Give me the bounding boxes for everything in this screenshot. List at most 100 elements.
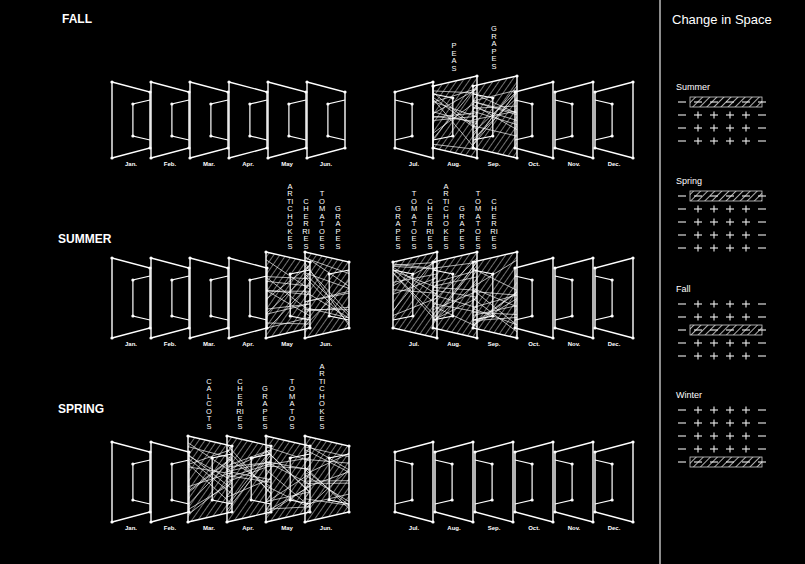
highlighted-frame [303,250,350,339]
produce-label: CHERRIES [236,378,244,431]
frame-node [611,462,614,465]
frame-stroke [188,459,232,505]
frame-stroke [473,98,517,140]
highlighted-frame [431,74,478,159]
frame-node [431,260,434,263]
grid-tick [713,125,714,132]
frame-node [491,96,494,99]
frame-inner [250,276,267,320]
frame-hatching [393,252,437,338]
grid-dash [710,195,718,196]
month-label: Jul. [409,161,419,167]
frame-node [475,336,478,339]
frame-outline [475,442,513,522]
grid-dash [758,355,766,356]
frame-node [289,498,292,501]
frame-node [631,256,634,259]
highlighted-frame [471,74,518,159]
grid-tick [729,206,730,213]
frame-node [211,456,214,459]
frame-stroke [433,99,477,151]
grid-tick [697,125,698,132]
frame-outline [112,258,150,338]
frame-inner [595,100,612,140]
produce-label: GRAPES [334,205,342,250]
highlighted-frame [303,434,350,523]
frame-node [473,450,476,453]
frame-node [347,444,350,447]
month-label: Oct. [528,525,540,531]
month-label: Mar. [203,525,215,531]
frame-hatching [473,76,517,158]
frame-stroke [473,260,517,287]
grid-dash [758,435,766,436]
grid-tick [697,446,698,453]
frame-stroke [433,101,477,133]
grid-tick [729,245,730,252]
frame-node [131,134,134,137]
frame-node [491,134,494,137]
grid-dash [758,422,766,423]
frame-inner [211,100,228,140]
grid-dash [758,409,766,410]
frame-node [591,256,594,259]
frame-node [593,450,596,453]
frame-node [571,498,574,501]
frame-stroke [266,470,310,507]
grid-dash [678,435,686,436]
frame-inner [433,94,453,140]
month-label: Nov. [568,525,581,531]
grid-tick [745,219,746,226]
grid-tick [713,138,714,145]
frame-node [551,440,554,443]
frame-node [593,326,596,329]
frame-node [264,520,267,523]
grid-tick [697,301,698,308]
grid-dash [758,329,766,330]
frame-node [303,250,306,253]
frame-node [393,146,396,149]
grid-tick [745,206,746,213]
frame-node [131,314,134,317]
grid-tick [745,433,746,440]
frame-node [611,314,614,317]
frame-node [393,450,396,453]
month-frame [553,440,594,523]
frame-node [551,80,554,83]
frame-node [593,266,596,269]
frame-stroke [266,450,310,492]
frame-stroke [473,91,517,132]
frame-node [170,462,173,465]
grid-tick [697,340,698,347]
frame-node [149,156,152,159]
frame-node [471,326,474,329]
frame-node [250,456,253,459]
frame-stroke [305,277,349,323]
frame-node [347,510,350,513]
frame-node [110,80,113,83]
grid-tick [729,301,730,308]
frame-outline [112,82,150,158]
grid-dash [694,195,702,196]
frame-hatching [266,252,310,338]
frame-node [188,336,191,339]
month-frame [553,80,594,159]
frame-node [289,314,292,317]
frame-node [431,156,434,159]
frame-node [431,146,434,149]
frame-node [110,156,113,159]
month-label: Feb. [164,341,176,347]
grid-dash [694,329,702,330]
month-label: Jul. [409,525,419,531]
frame-node [248,102,251,105]
frame-node [264,336,267,339]
frame-stroke [433,102,477,117]
frame-node [531,102,534,105]
frame-node [347,260,350,263]
frame-node [471,440,474,443]
grid-dash [726,461,734,462]
frame-node [513,146,516,149]
frame-node [411,498,414,501]
produce-label: CHERRIES [426,198,434,251]
